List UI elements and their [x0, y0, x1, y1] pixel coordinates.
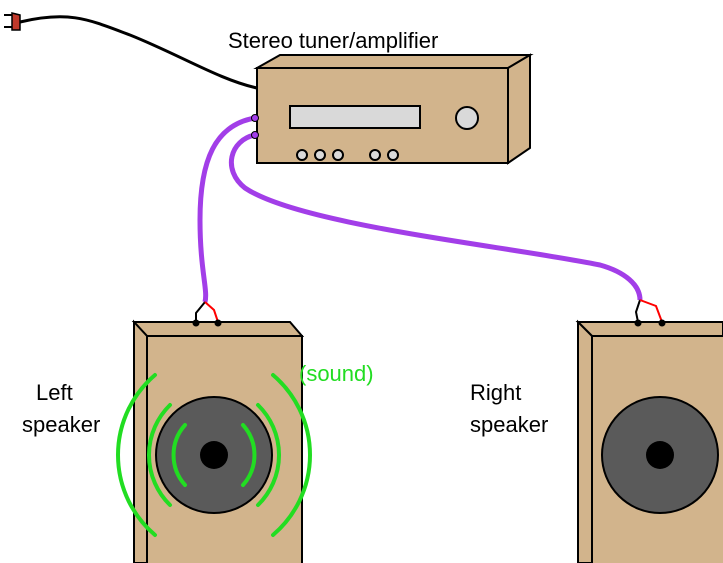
sound-waves	[116, 373, 312, 537]
volume-knob	[455, 106, 479, 130]
left-speaker-label-line1: Left	[36, 380, 73, 405]
tuner-buttons	[296, 149, 399, 161]
right-speaker-label-line2: speaker	[470, 412, 548, 437]
power-cord	[4, 12, 258, 90]
tuner-amplifier	[253, 53, 534, 165]
right-speaker-label-line1: Right	[470, 380, 521, 405]
right-speaker-dustcap	[646, 441, 674, 469]
amp-output-terminal	[251, 114, 259, 122]
tuner-display	[289, 105, 421, 129]
left-speaker-cable	[197, 115, 256, 303]
right-speaker-cable	[228, 132, 643, 301]
tuner-label: Stereo tuner/amplifier	[228, 28, 438, 53]
speaker-cables	[197, 115, 643, 303]
amp-output-terminal	[251, 131, 259, 139]
left-speaker-label-line2: speaker	[22, 412, 100, 437]
plug-icon	[4, 12, 21, 31]
left-speaker-dustcap	[200, 441, 228, 469]
right-speaker	[575, 299, 723, 563]
sound-label: (sound)	[299, 361, 374, 386]
